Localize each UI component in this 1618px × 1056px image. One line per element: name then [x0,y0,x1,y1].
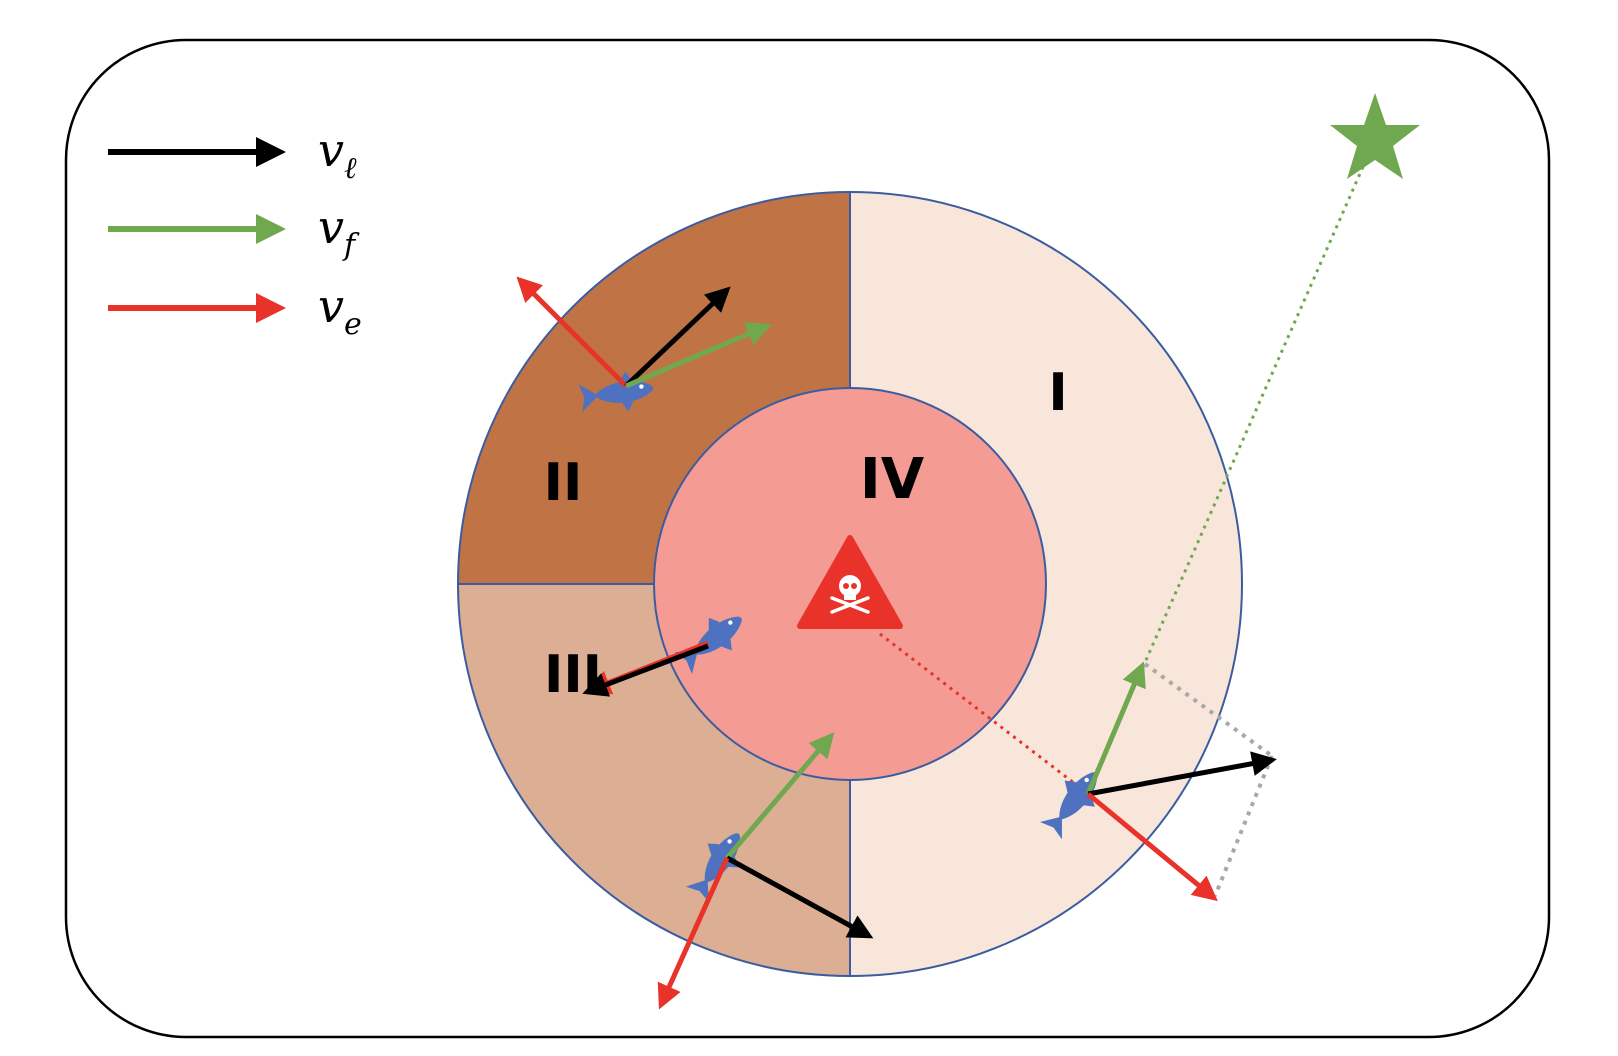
goal-star-icon [1330,93,1420,179]
region-label-III: III [544,645,602,705]
legend-label-vl: vℓ [318,123,357,186]
arrow-vf-fish1 [625,322,772,389]
goal-direction-dotted-line [1086,159,1368,793]
arrow-vl-fish2 [582,643,709,697]
danger-direction-dotted-line [879,632,1088,795]
arrow-vf-fish3 [725,732,835,860]
legend-label-ve: ve [318,279,362,342]
region-label-II: II [544,453,583,513]
arrow-ve-fish3 [657,856,730,1010]
skull-warning-icon [797,535,903,629]
arrow-vl-fish4 [1087,751,1277,797]
region-label-IV: IV [860,447,925,512]
arrow-ve-fish4 [1086,792,1218,902]
arrow-vf-fish4 [1085,661,1146,795]
arrow-vl-fish3 [725,855,874,939]
arrow-ve-fish1 [516,276,628,388]
decomposition-dotted-line-1 [1143,662,1274,758]
region-label-I: I [1048,363,1067,423]
arrow-vl-fish1 [624,286,731,388]
legend: vℓ vf ve [108,123,362,342]
